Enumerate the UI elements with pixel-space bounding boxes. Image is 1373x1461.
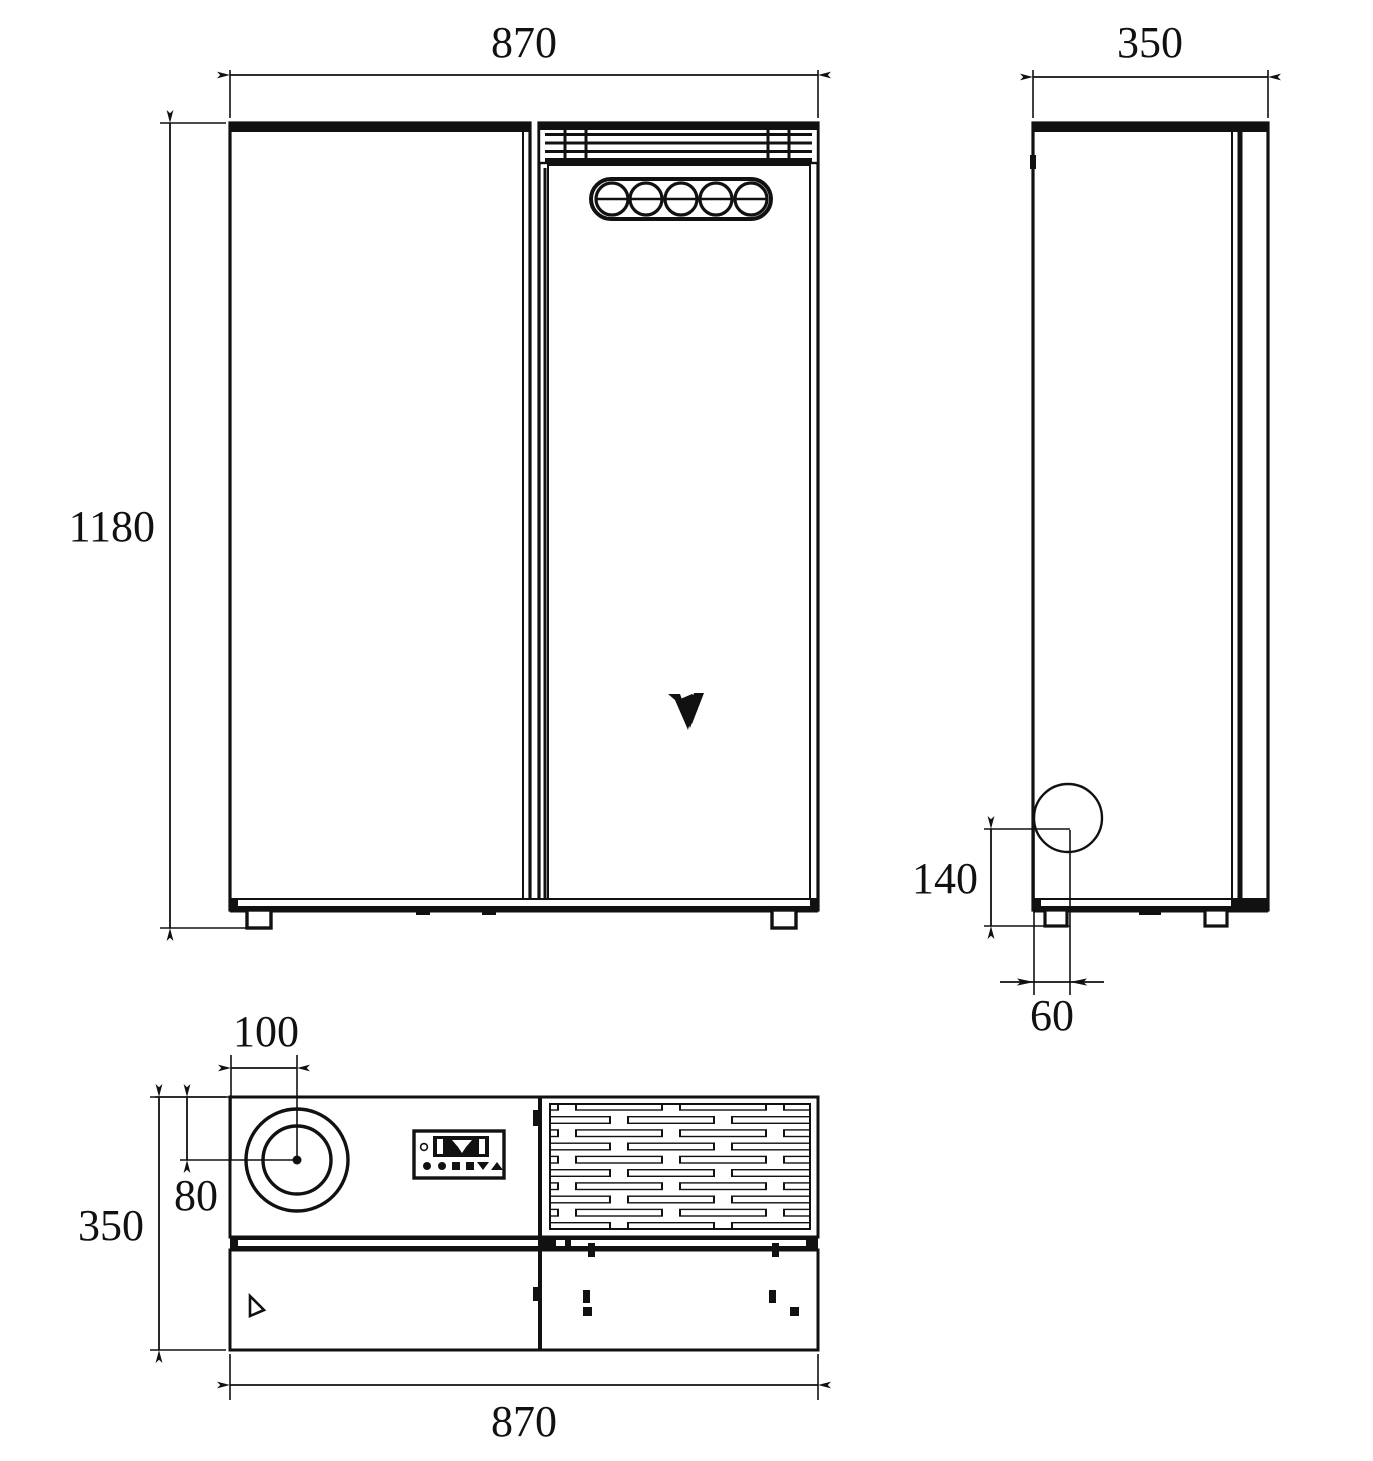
plan-fixing-points	[583, 1243, 799, 1316]
front-base-assembly	[230, 898, 818, 930]
dim-side-outlet-offset-label: 60	[1030, 991, 1074, 1040]
plan-control-button-2[interactable]	[438, 1162, 446, 1170]
front-elevation	[228, 121, 820, 930]
plan-control-panel[interactable]	[412, 1129, 506, 1180]
side-connection-circle	[1032, 782, 1104, 854]
plan-top-view	[228, 1095, 820, 1352]
side-cabinet-body	[1031, 121, 1270, 912]
dim-plan-flue-y-label: 80	[174, 1171, 218, 1220]
dim-side-depth-label: 350	[1117, 18, 1183, 67]
dim-plan-width: 870	[217, 1354, 831, 1446]
dim-front-height: 1180	[69, 110, 246, 941]
dim-plan-width-label: 870	[491, 1397, 557, 1446]
front-foot-right	[770, 908, 798, 930]
front-foot-left	[245, 908, 273, 930]
side-base-nub	[1139, 908, 1161, 915]
plan-control-button-1[interactable]	[423, 1162, 431, 1170]
dim-side-outlet-offset: 60	[1000, 830, 1104, 1040]
plan-bottom-left-panel	[228, 1248, 542, 1352]
front-base-nub-2	[482, 908, 496, 915]
front-top-louvre-band	[537, 121, 820, 165]
front-left-cabinet	[228, 121, 532, 912]
plan-control-button-3[interactable]	[452, 1162, 460, 1170]
side-foot-right	[1203, 908, 1229, 928]
side-foot-left	[1043, 908, 1069, 928]
plan-control-power-icon	[419, 1142, 429, 1152]
dim-plan-flue-x: 100	[218, 1007, 310, 1160]
dim-plan-depth-label: 350	[78, 1201, 144, 1250]
front-left-top-cap	[230, 123, 530, 132]
v-logo-icon	[668, 693, 704, 730]
plan-bottom-right-panel	[538, 1248, 820, 1352]
side-base-assembly	[1033, 898, 1268, 928]
dim-side-outlet-height: 140	[912, 816, 1070, 939]
plan-control-button-4[interactable]	[466, 1162, 474, 1170]
front-base-nub-1	[416, 908, 430, 915]
front-knob-panel[interactable]	[589, 177, 773, 221]
plan-seam-tab-bottom	[533, 1287, 540, 1301]
plan-control-button-6[interactable]	[491, 1162, 503, 1170]
front-right-cabinet	[537, 121, 820, 912]
dim-side-outlet-height-label: 140	[912, 854, 978, 903]
plan-grille	[549, 1103, 811, 1230]
dim-front-width: 870	[217, 18, 831, 118]
plan-seam-tab-top	[533, 1110, 540, 1126]
side-left-tab	[1030, 155, 1036, 169]
dim-plan-flue-x-label: 100	[233, 1007, 299, 1056]
side-elevation	[1030, 121, 1270, 928]
plan-control-button-5[interactable]	[477, 1162, 489, 1170]
dim-plan-depth: 350	[78, 1084, 226, 1363]
dim-side-depth: 350	[1020, 18, 1281, 118]
dim-front-height-label: 1180	[69, 502, 155, 551]
plan-orientation-mark-icon	[248, 1292, 267, 1318]
dim-plan-flue-y: 80	[155, 1084, 300, 1220]
side-top-cap	[1033, 123, 1268, 132]
dim-front-width-label: 870	[491, 18, 557, 67]
plan-mid-seam-band	[230, 1237, 818, 1250]
